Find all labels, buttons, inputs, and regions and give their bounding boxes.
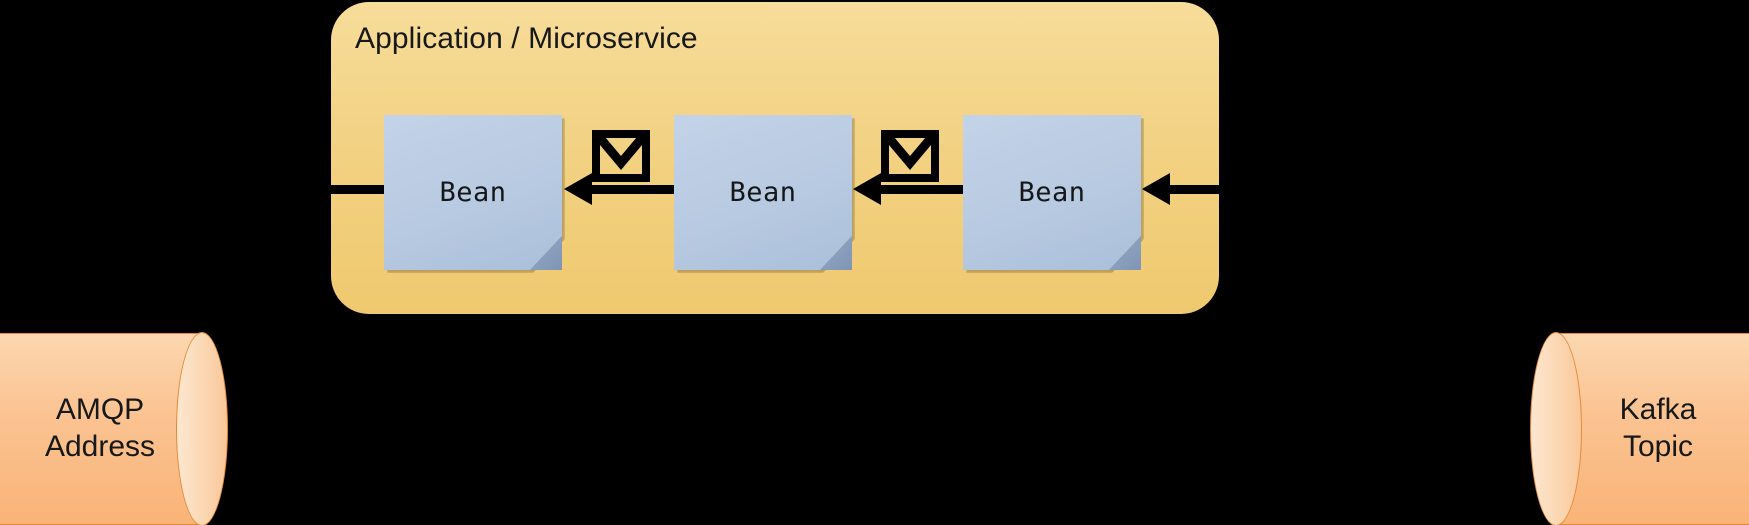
kafka-topic-line-1: Kafka (1619, 393, 1697, 427)
flow-line-bean-3-to-bean-2 (881, 185, 971, 194)
application-container-title: Application / Microservice (355, 22, 698, 55)
envelope-icon (881, 130, 939, 182)
kafka-topic-cylinder[interactable]: Kafka Topic (1530, 332, 1749, 525)
flow-line-bean-2-to-bean-1 (592, 185, 682, 194)
flow-line-kafka-to-bean-3 (1170, 185, 1220, 194)
amqp-address-label: AMQP Address (0, 333, 202, 525)
amqp-address-cylinder[interactable]: AMQP Address (0, 332, 228, 525)
flow-line-amqp-to-bean-1 (331, 185, 412, 194)
arrowhead-to-bean-3 (1142, 173, 1170, 205)
amqp-address-line-1: AMQP (55, 393, 145, 427)
arrowhead-bean-2-to-bean-1 (564, 173, 592, 205)
bean-node-1[interactable]: Bean (384, 115, 565, 273)
kafka-topic-label: Kafka Topic (1556, 333, 1749, 525)
bean-body (963, 115, 1141, 270)
bean-label: Bean (729, 177, 797, 208)
bean-node-2[interactable]: Bean (674, 115, 855, 273)
amqp-address-line-2: Address (44, 430, 156, 463)
cylinder-cap-right (176, 332, 228, 525)
cylinder-cap-left (1530, 332, 1582, 525)
cylinder-body (0, 333, 202, 525)
kafka-topic-line-2: Topic (1622, 430, 1694, 463)
cylinder-body (1556, 333, 1749, 525)
bean-label: Bean (439, 177, 507, 208)
bean-body (384, 115, 562, 270)
bean-node-3[interactable]: Bean (963, 115, 1144, 273)
bean-label: Bean (1018, 177, 1086, 208)
envelope-icon (592, 130, 650, 182)
bean-body (674, 115, 852, 270)
arrowhead-bean-3-to-bean-2 (853, 173, 881, 205)
